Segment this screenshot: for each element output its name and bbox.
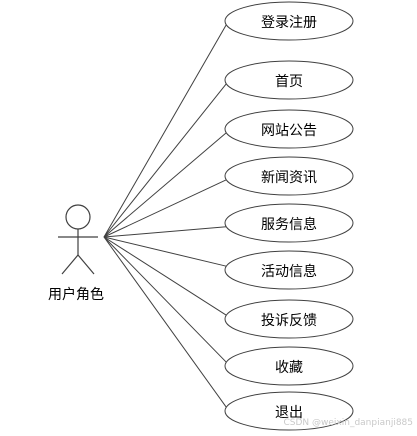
- association-line-complaints: [103, 236, 227, 316]
- association-line-logout: [103, 236, 227, 408]
- association-lines: [103, 24, 227, 408]
- use-case-ellipse-home: [224, 60, 354, 100]
- use-case-label-home: 首页: [275, 74, 303, 90]
- use-case-label-login-register: 登录注册: [261, 15, 317, 31]
- use-case-label-services: 服务信息: [261, 217, 317, 233]
- use-case-ellipse-activities: [224, 250, 354, 290]
- use-case-ellipse-services: [224, 203, 354, 243]
- association-line-login-register: [103, 24, 227, 238]
- association-line-news: [103, 179, 227, 238]
- use-case-label-complaints: 投诉反馈: [261, 313, 317, 329]
- association-line-activities: [103, 236, 227, 267]
- use-case-ellipse-announcements: [224, 109, 354, 149]
- use-case-ellipse-complaints: [224, 299, 354, 339]
- association-line-favorites: [103, 236, 227, 363]
- use-case-label-activities: 活动信息: [261, 264, 317, 280]
- use-case-ellipse-favorites: [224, 346, 354, 386]
- association-line-home: [103, 83, 227, 238]
- association-line-services: [103, 226, 227, 238]
- stick-figure-actor-icon: [58, 204, 98, 275]
- use-case-ellipse-logout: [224, 391, 354, 431]
- use-case-ellipse-news: [224, 156, 354, 196]
- use-case-label-logout: 退出: [275, 405, 303, 421]
- actor-label: 用户角色: [48, 287, 104, 303]
- association-line-announcements: [103, 132, 227, 238]
- watermark-text: CSDN @weixin_danpianji885: [283, 418, 414, 428]
- use-case-label-news: 新闻资讯: [261, 170, 317, 186]
- use-case-ellipses: [224, 1, 354, 431]
- use-case-ellipse-login-register: [224, 1, 354, 41]
- use-case-label-favorites: 收藏: [275, 360, 303, 376]
- use-case-label-announcements: 网站公告: [261, 123, 317, 139]
